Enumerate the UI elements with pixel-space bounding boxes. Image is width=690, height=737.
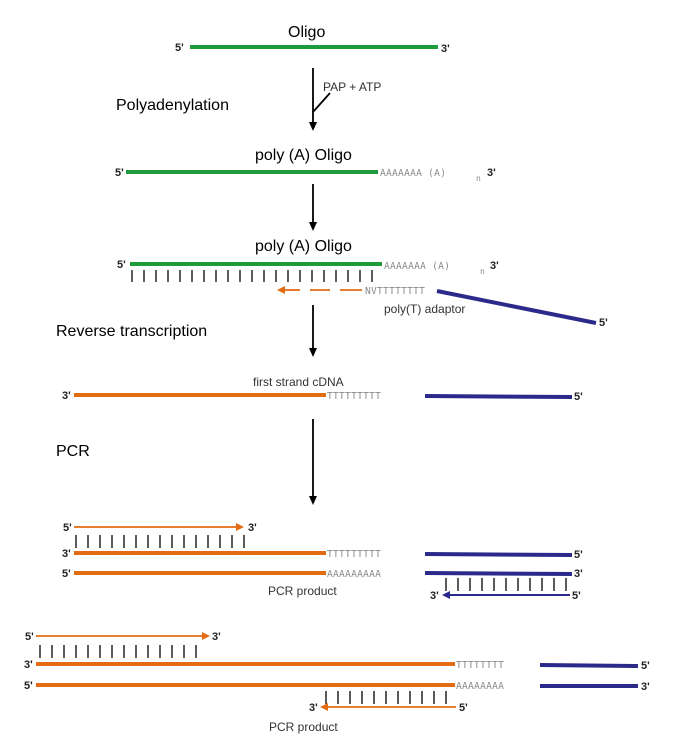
cdna-adaptor-strand (424, 394, 573, 399)
pcr1-top-5-end: 5' (574, 549, 583, 561)
pcr1-rev-primer-3-end: 3' (430, 590, 439, 602)
oligo-3-end: 3' (441, 43, 450, 55)
first-strand-cdna-label: first strand cDNA (253, 375, 344, 389)
pap-atp-label: PAP + ATP (323, 80, 381, 94)
pcr2-top-poly-t: TTTTTTTT (456, 660, 504, 671)
rt-arrow-head (277, 286, 285, 294)
pcr2-fwd-primer-5-end: 5' (25, 631, 34, 643)
reverse-transcription-label: Reverse transcription (56, 323, 207, 340)
arrow-4-head (309, 496, 317, 505)
base-pair-ticks (325, 691, 447, 704)
cdna-5-end: 5' (574, 391, 583, 403)
arrow-1-head (309, 122, 317, 131)
pcr1-top-adaptor (424, 552, 573, 557)
pap-branch-line (312, 92, 331, 113)
pcr2-top-5-end: 5' (641, 660, 650, 672)
pcr1-top-3-end: 3' (62, 548, 71, 560)
poly-a-oligo-3-end-2: 3' (490, 260, 499, 272)
oligo-5-end: 5' (175, 42, 184, 54)
pcr2-fwd-primer-3-end: 3' (212, 631, 221, 643)
poly-t-adaptor-strand (436, 289, 597, 325)
cdna-3-end: 3' (62, 390, 71, 402)
pcr2-top-adaptor (539, 663, 639, 668)
poly-a-n-1: n (476, 174, 481, 183)
adaptor-anchor-seq: NVTTTTTTTT (365, 286, 425, 297)
pcr2-bottom-3-end: 3' (641, 681, 650, 693)
pcr1-bottom-adaptor (424, 571, 573, 576)
poly-a-tail-2: AAAAAAA (A) (384, 261, 450, 272)
pcr1-bottom-poly-a: AAAAAAAAA (327, 569, 381, 580)
pcr2-fwd-primer-head (202, 632, 210, 640)
poly-t-adaptor-label: poly(T) adaptor (384, 302, 465, 316)
base-pair-ticks (75, 535, 245, 548)
pcr1-top-poly-t: TTTTTTTTT (327, 549, 381, 560)
adaptor-5-end: 5' (599, 317, 608, 329)
pcr1-fwd-primer-head (236, 523, 244, 531)
polyadenylation-label: Polyadenylation (116, 97, 229, 114)
pcr1-bottom-5-end: 5' (62, 568, 71, 580)
poly-a-oligo-3-end-1: 3' (487, 167, 496, 179)
pcr2-bottom-5-end: 5' (24, 680, 33, 692)
pcr-product-label-2: PCR product (269, 720, 338, 734)
cdna-poly-t: TTTTTTTTT (327, 391, 381, 402)
poly-a-tail-1: AAAAAAA (A) (380, 168, 446, 179)
arrow-3-head (309, 348, 317, 357)
poly-a-oligo-label-1: poly (A) Oligo (255, 147, 352, 164)
oligo-label: Oligo (288, 24, 325, 41)
pcr1-fwd-primer-3-end: 3' (248, 522, 257, 534)
arrow-2-head (309, 222, 317, 231)
pcr1-fwd-primer-5-end: 5' (63, 522, 72, 534)
pcr2-top-3-end: 3' (24, 659, 33, 671)
pcr2-rev-primer-5-end: 5' (459, 702, 468, 714)
pcr1-bottom-3-end: 3' (574, 568, 583, 580)
base-pair-ticks (39, 645, 197, 658)
pcr-product-label-1: PCR product (268, 584, 337, 598)
poly-a-oligo-5-end-2: 5' (117, 259, 126, 271)
base-pair-ticks (445, 578, 567, 591)
pcr2-rev-primer-head (320, 703, 328, 711)
poly-a-oligo-label-2: poly (A) Oligo (255, 238, 352, 255)
poly-a-n-2: n (480, 267, 485, 276)
pcr2-rev-primer-3-end: 3' (309, 702, 318, 714)
pcr2-bottom-poly-a: AAAAAAAA (456, 681, 504, 692)
poly-a-oligo-5-end-1: 5' (115, 167, 124, 179)
pcr1-rev-primer-head (442, 591, 450, 599)
pcr-label: PCR (56, 443, 90, 460)
pcr1-rev-primer-5-end: 5' (572, 590, 581, 602)
base-pair-ticks (131, 270, 373, 282)
